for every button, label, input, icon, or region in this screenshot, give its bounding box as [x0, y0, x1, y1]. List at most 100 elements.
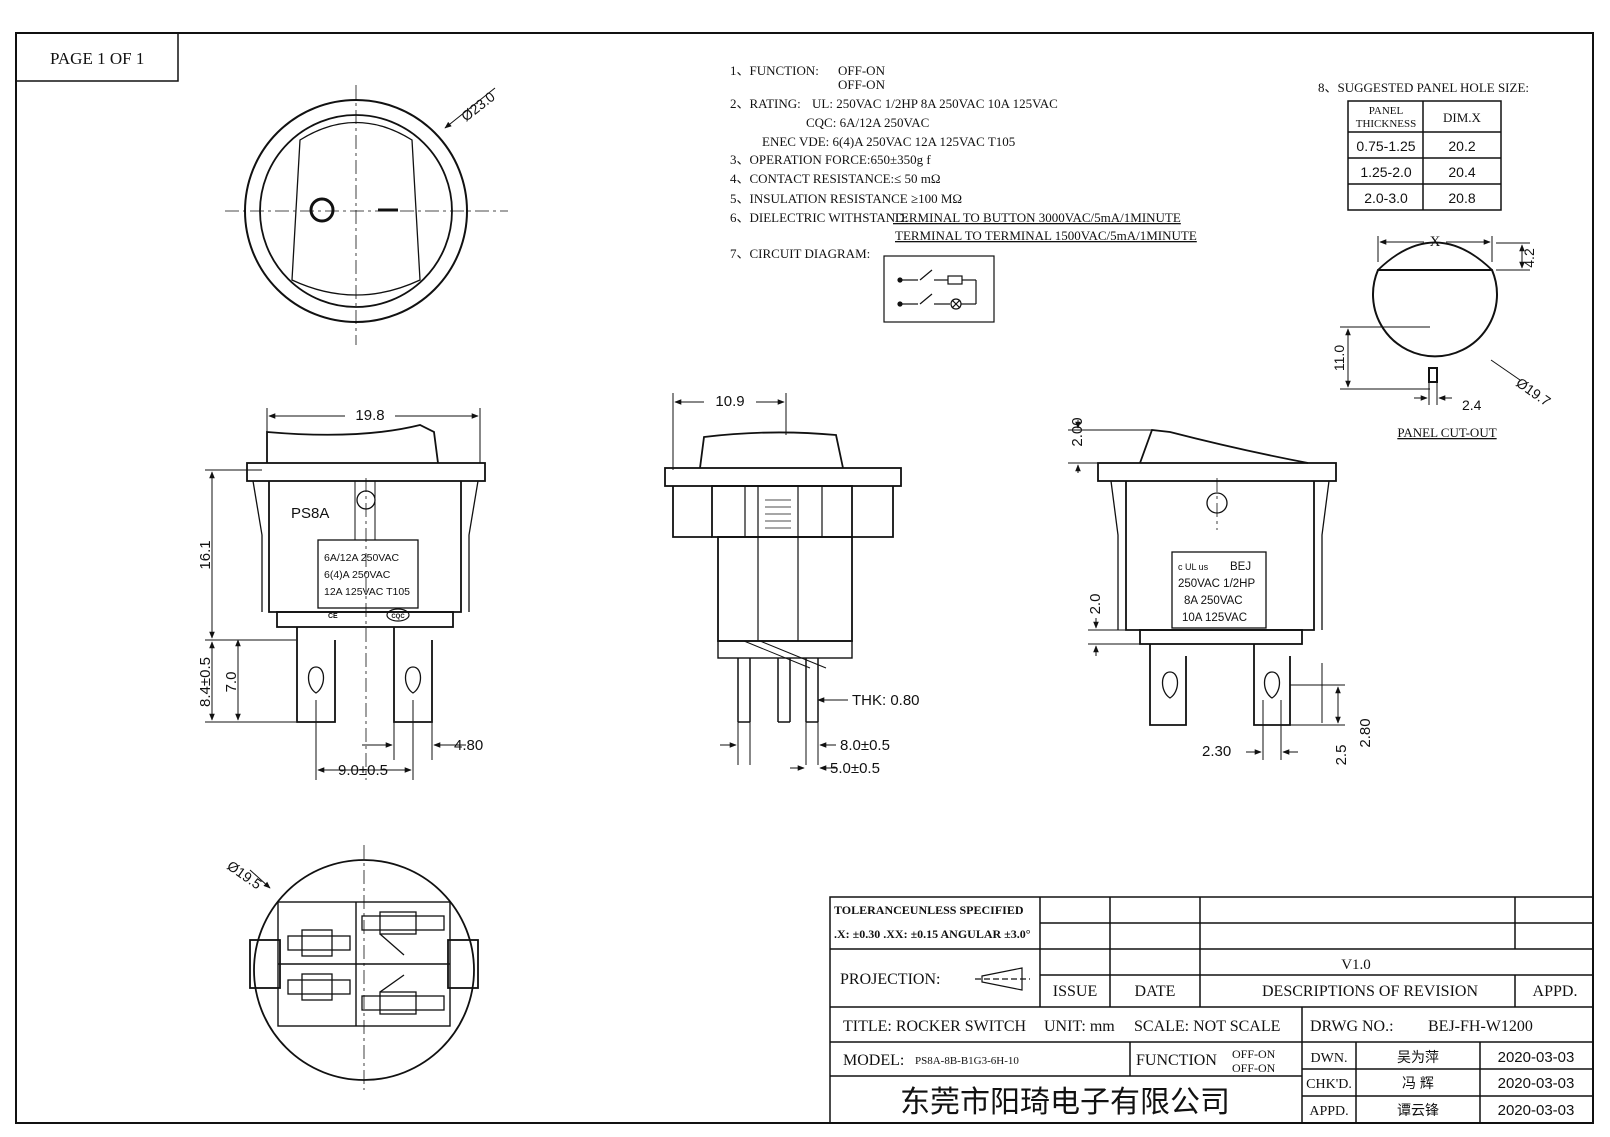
cutout-dim-11: 11.0 — [1331, 345, 1347, 371]
side-dim-8: 8.0±0.5 — [840, 737, 890, 754]
spec-function-1: OFF-ON — [838, 63, 886, 78]
cutout-dim-x: X — [1430, 234, 1441, 250]
panel-hole-table: 8、SUGGESTED PANEL HOLE SIZE: PANEL THICK… — [1318, 80, 1529, 211]
chkd-label: CHK'D. — [1306, 1077, 1352, 1092]
company-name: 东莞市阳琦电子有限公司 — [900, 1086, 1230, 1119]
cutout-dim-diameter: Ø19.7 — [1513, 374, 1554, 409]
rear-ul-mark: c UL us — [1178, 562, 1209, 572]
front-brand: PS8A — [291, 505, 329, 522]
cutout-label: PANEL CUT-OUT — [1397, 425, 1496, 440]
outer-border — [15, 32, 1594, 1124]
spec-dielectric-1: TERMINAL TO BUTTON 3000VAC/5mA/1MINUTE — [893, 210, 1181, 225]
title-block: TOLERANCEUNLESS SPECIFIED .X: ±0.30 .XX:… — [829, 896, 1594, 1124]
cutout-dim-4-2: 4.2 — [1521, 248, 1537, 268]
front-dim-terminal-len: 7.0 — [223, 672, 240, 693]
front-label-line: 6A/12A 250VAC — [324, 552, 400, 564]
rear-view: 2.00 2.0 c UL us BEJ 250VAC 1/2HP 8A 250… — [1068, 417, 1374, 765]
front-cqc-mark — [386, 608, 410, 622]
page-label-box — [15, 32, 179, 82]
front-label-line: 6(4)A 250VAC — [324, 569, 391, 581]
side-view: 10.9 THK: 0.80 8.0±0.5 5.0±0.5 — [664, 393, 920, 777]
tolerance-line-2: .X: ±0.30 .XX: ±0.15 ANGULAR ±3.0° — [834, 927, 1031, 941]
model: PS8A-8B-B1G3-6H-10 — [915, 1055, 1019, 1067]
spec-function-label: 1、FUNCTION: — [730, 63, 819, 78]
appd-label: APPD. — [1309, 1104, 1348, 1119]
panel-row-thickness: 2.0-3.0 — [1364, 190, 1408, 206]
rear-dim-mid: 2.0 — [1087, 594, 1104, 615]
side-dim-width: 10.9 — [715, 393, 744, 410]
appd-date: 2020-03-03 — [1498, 1102, 1575, 1119]
panel-row-dim: 20.2 — [1448, 138, 1475, 154]
rear-label-line: BEJ — [1230, 561, 1251, 573]
spec-insulation: 5、INSULATION RESISTANCE ≥100 MΩ — [730, 191, 962, 206]
spec-ul: UL: 250VAC 1/2HP 8A 250VAC 10A 125VAC — [812, 96, 1058, 111]
projection-label: PROJECTION: — [840, 971, 940, 988]
spec-operation-force: 3、OPERATION FORCE:650±350g f — [730, 152, 931, 167]
spec-circuit: 7、CIRCUIT DIAGRAM: — [730, 246, 870, 261]
rear-dim-2-80: 2.80 — [1357, 718, 1374, 747]
appd-name: 谭云锋 — [1397, 1102, 1439, 1118]
drwg-no: BEJ-FH-W1200 — [1428, 1018, 1533, 1035]
drwg-no-label: DRWG NO.: — [1310, 1018, 1394, 1035]
dwn-name: 吴为萍 — [1397, 1049, 1439, 1065]
page-label: PAGE 1 OF 1 — [50, 49, 144, 68]
panel-row-dim: 20.8 — [1448, 190, 1475, 206]
rear-dim-2-5: 2.5 — [1333, 745, 1350, 766]
side-dim-5: 5.0±0.5 — [830, 760, 880, 777]
rear-dim-2-30: 2.30 — [1202, 743, 1231, 760]
front-dim-terminal-pos: 8.4±0.5 — [197, 657, 214, 707]
front-dim-pitch: 9.0±0.5 — [338, 762, 388, 779]
spec-function-2: OFF-ON — [838, 77, 886, 92]
panel-row-thickness: 1.25-2.0 — [1360, 164, 1412, 180]
rear-dim-top: 2.00 — [1069, 417, 1086, 446]
chkd-date: 2020-03-03 — [1498, 1075, 1575, 1092]
tolerance-line-1: TOLERANCEUNLESS SPECIFIED — [834, 903, 1024, 917]
col-appd: APPD. — [1533, 983, 1578, 1000]
panel-thickness-header-2: THICKNESS — [1356, 118, 1417, 130]
spec-contact-resistance: 4、CONTACT RESISTANCE:≤ 50 mΩ — [730, 171, 941, 186]
rear-label-line: 250VAC 1/2HP — [1178, 578, 1255, 590]
projection-symbol — [975, 967, 1030, 991]
panel-dim-header: DIM.X — [1443, 110, 1482, 125]
panel-row-dim: 20.4 — [1448, 164, 1475, 180]
spec-rating-label: 2、RATING: — [730, 96, 801, 111]
col-descriptions: DESCRIPTIONS OF REVISION — [1262, 983, 1478, 1000]
function-1: OFF-ON — [1232, 1047, 1276, 1061]
dwn-date: 2020-03-03 — [1498, 1049, 1575, 1066]
model-label: MODEL: — [843, 1052, 904, 1069]
rear-label-line: 10A 125VAC — [1182, 612, 1247, 624]
front-label-line: 12A 125VAC T105 — [324, 586, 410, 598]
panel-row-thickness: 0.75-1.25 — [1356, 138, 1415, 154]
off-symbol — [309, 197, 335, 223]
version: V1.0 — [1341, 957, 1371, 973]
col-date: DATE — [1135, 983, 1176, 1000]
function-2: OFF-ON — [1232, 1061, 1276, 1075]
scale: SCALE: NOT SCALE — [1134, 1018, 1280, 1035]
unit: UNIT: mm — [1044, 1018, 1115, 1035]
spec-enec: ENEC VDE: 6(4)A 250VAC 12A 125VAC T105 — [762, 134, 1015, 149]
chkd-name: 冯 辉 — [1402, 1075, 1434, 1091]
circuit-diagram — [883, 255, 995, 323]
top-view: Ø23.0 — [225, 85, 508, 345]
top-view-diameter: Ø23.0 — [458, 88, 498, 124]
panel-thickness-header-1: PANEL — [1369, 105, 1404, 117]
spec-dielectric-2: TERMINAL TO TERMINAL 1500VAC/5mA/1MINUTE — [895, 228, 1197, 243]
front-dim-height: 16.1 — [197, 540, 214, 569]
rear-label-line: 8A 250VAC — [1184, 595, 1243, 607]
col-issue: ISSUE — [1053, 983, 1097, 1000]
front-dim-width: 19.8 — [355, 407, 384, 424]
spec-dielectric-label: 6、DIELECTRIC WITHSTAND: — [730, 210, 908, 225]
side-dim-thickness: THK: 0.80 — [852, 692, 920, 709]
front-dim-tab-width: 4.80 — [454, 737, 483, 754]
front-cert-cqc: CQC — [391, 614, 405, 620]
front-cert-ce: CE — [328, 613, 338, 620]
function-label: FUNCTION — [1136, 1052, 1217, 1069]
spec-notes: 1、FUNCTION: OFF-ON OFF-ON 2、RATING: UL: … — [730, 63, 1197, 261]
panel-cutout-drawing: X 4.2 11.0 Ø19.7 2.4 PANEL CUT-OUT — [1331, 234, 1554, 440]
panel-hole-title: 8、SUGGESTED PANEL HOLE SIZE: — [1318, 80, 1529, 95]
cutout-dim-2-4: 2.4 — [1462, 397, 1482, 413]
bottom-view-diameter: Ø19.5 — [224, 857, 265, 892]
front-view: 19.8 16.1 8.4±0.5 7.0 9.0±0.5 4.80 PS8A … — [197, 407, 486, 780]
dwn-label: DWN. — [1311, 1051, 1348, 1066]
